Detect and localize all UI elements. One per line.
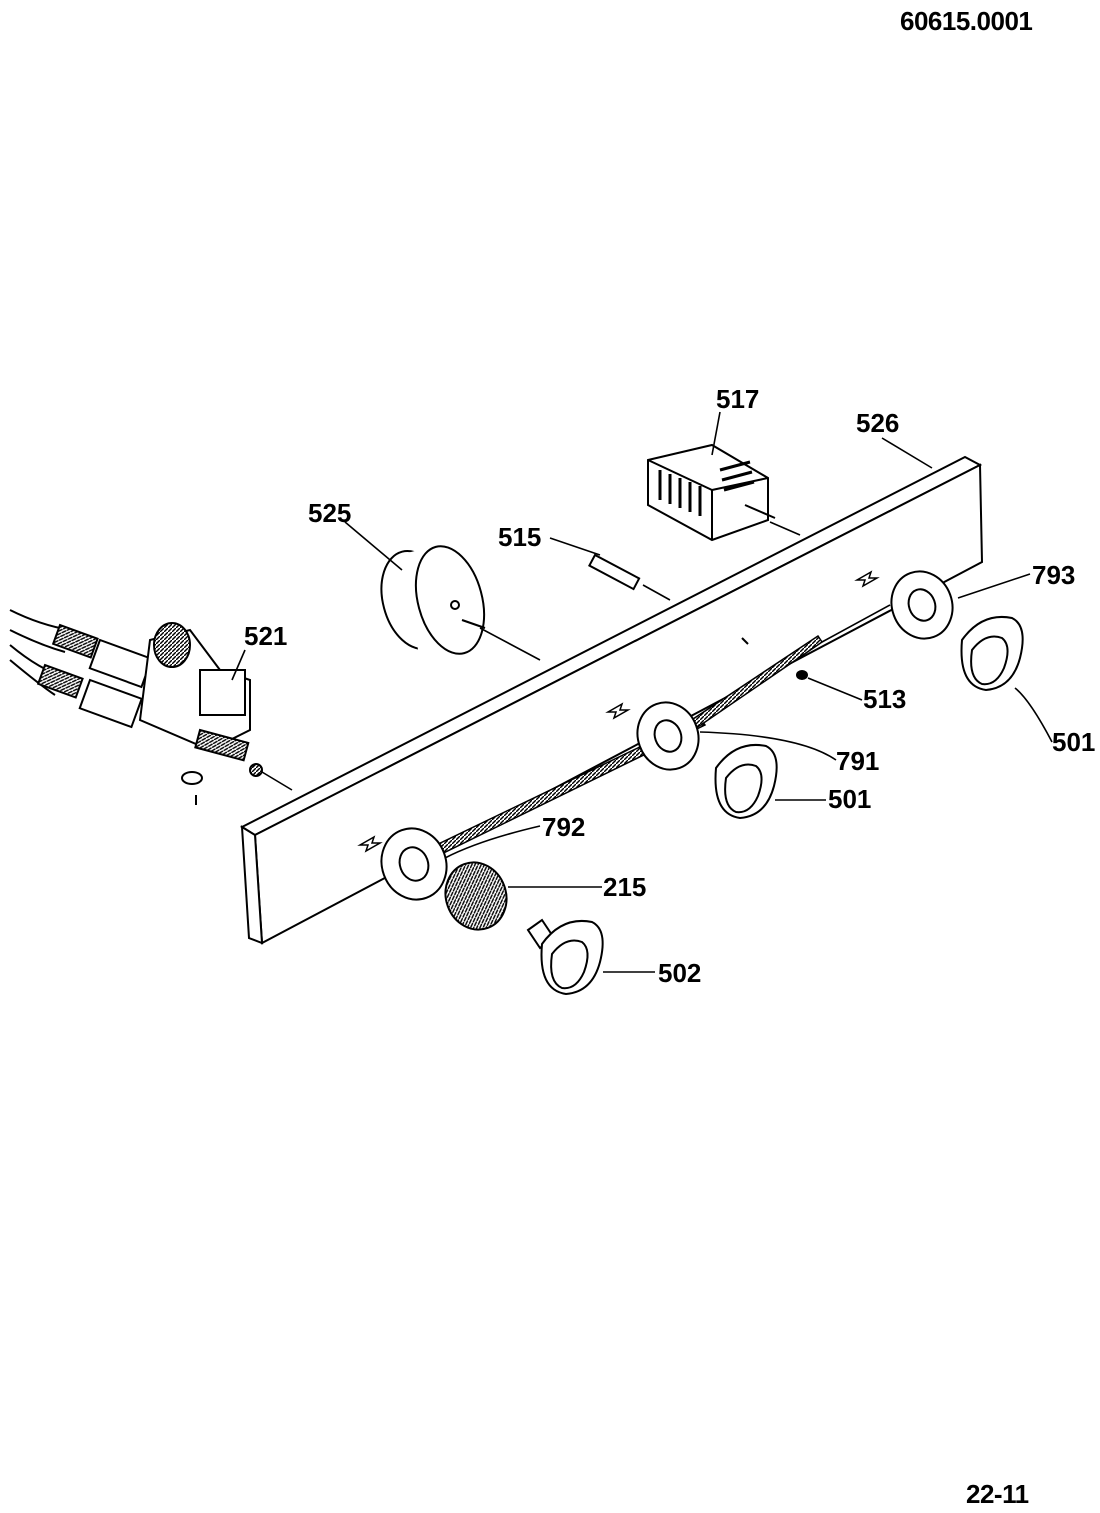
part-215 — [444, 861, 508, 931]
callout-517: 517 — [716, 384, 759, 414]
timer-525 — [380, 540, 486, 660]
callout-501-middle: 501 — [828, 784, 871, 814]
callout-525: 525 — [308, 498, 351, 528]
part-515 — [588, 553, 641, 591]
callout-labels: 517 526 525 515 521 793 513 501 791 501 … — [244, 384, 1095, 988]
callout-502: 502 — [658, 958, 701, 988]
knob-502 — [526, 918, 604, 996]
callout-521: 521 — [244, 621, 287, 651]
leader-lines — [231, 411, 1053, 973]
bezel-791 — [636, 701, 700, 771]
knob-501-right — [960, 616, 1024, 692]
callout-526: 526 — [856, 408, 899, 438]
callout-513: 513 — [863, 684, 906, 714]
callout-501-right: 501 — [1052, 727, 1095, 757]
callout-515: 515 — [498, 522, 541, 552]
knob-501-middle — [714, 744, 778, 820]
screw-513 — [741, 637, 808, 680]
switch-517 — [647, 443, 776, 542]
valve-assembly-521 — [9, 609, 263, 805]
callout-793: 793 — [1032, 560, 1075, 590]
callout-792: 792 — [542, 812, 585, 842]
bezel-793 — [890, 570, 954, 640]
callout-791: 791 — [836, 746, 879, 776]
document-id: 60615.0001 — [900, 6, 1033, 36]
control-panel — [239, 455, 984, 945]
callout-215: 215 — [603, 872, 646, 902]
page-number: 22-11 — [966, 1479, 1029, 1509]
bezel-792 — [380, 827, 448, 901]
